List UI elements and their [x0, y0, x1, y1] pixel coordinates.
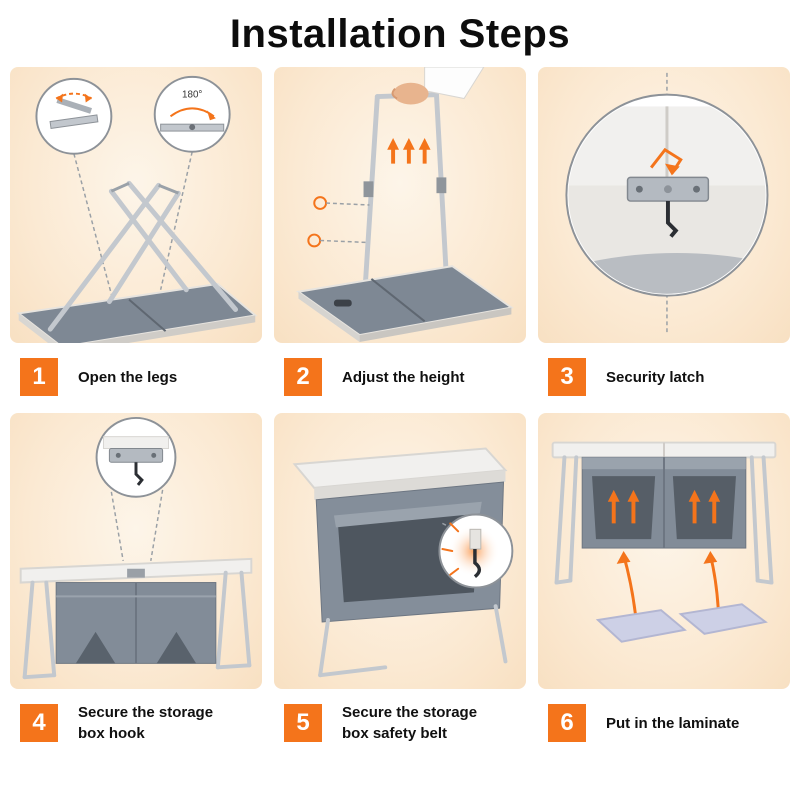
step-1-caption: 1 Open the legs	[10, 343, 262, 407]
step-2-illustration	[274, 67, 526, 343]
step-3-illustration	[538, 67, 790, 343]
glow-rays	[441, 522, 460, 576]
step-4-label: Secure the storage box hook	[78, 704, 214, 742]
step-2-graphic	[295, 67, 514, 343]
step-1: 180° 1 Open the legs	[10, 67, 262, 407]
table-legs	[22, 570, 252, 680]
step-6-illustration	[538, 413, 790, 689]
step-6-graphic	[551, 441, 777, 643]
step-3-number-badge: 3	[548, 358, 586, 396]
belt-hook-detail	[469, 528, 482, 578]
step-1-graphic: 180°	[16, 75, 258, 343]
hinge-zoom-circle-closed	[35, 77, 113, 155]
tabletop	[292, 447, 508, 489]
telescoping-legs	[363, 92, 449, 285]
step-6-caption: 6 Put in the laminate	[538, 689, 790, 753]
latch-clip	[665, 201, 679, 238]
insert-path-arrows	[622, 554, 720, 615]
step-2: 2 Adjust the height	[274, 67, 526, 407]
step-4-number-badge: 4	[20, 704, 58, 742]
step-4-graphic	[19, 416, 253, 680]
step-4: 4 Secure the storage box hook	[10, 413, 262, 753]
carry-handle	[333, 299, 352, 307]
step-2-label: Adjust the height	[342, 368, 465, 386]
step-1-number-badge: 1	[20, 358, 58, 396]
hand-illustration	[391, 67, 485, 105]
step-3: 3 Security latch	[538, 67, 790, 407]
hinge-zoom-circle-open	[153, 75, 231, 153]
table-legs	[318, 604, 508, 678]
up-arrows-icon	[387, 137, 431, 164]
hook-detail	[102, 436, 170, 486]
box-opening-right	[156, 631, 197, 664]
step-6-number-badge: 6	[548, 704, 586, 742]
step-5-illustration	[274, 413, 526, 689]
step-5-graphic	[292, 447, 514, 678]
compartment-left	[592, 476, 656, 540]
page-title: Installation Steps	[229, 12, 571, 56]
step-4-caption: 4 Secure the storage box hook	[10, 689, 262, 753]
hinge-closed-detail	[49, 92, 99, 129]
box-opening-left	[75, 631, 116, 664]
steps-grid: 180° 1 Open the legs	[10, 67, 790, 753]
step-3-graphic	[565, 72, 769, 336]
step-3-label: Security latch	[606, 368, 705, 386]
step-6-label: Put in the laminate	[606, 714, 740, 732]
hinge-open-detail: 180°	[160, 90, 225, 132]
step-4-illustration	[10, 413, 262, 689]
angle-label: 180°	[182, 90, 202, 101]
step-5: 5 Secure the storage box safety belt	[274, 413, 526, 753]
table-legs	[554, 455, 774, 585]
folded-table-base	[295, 265, 514, 337]
step-5-number-badge: 5	[284, 704, 322, 742]
laminate-board-left	[595, 609, 687, 643]
latch-detail	[568, 106, 766, 294]
step-1-label: Open the legs	[78, 368, 178, 386]
marker-dot-2	[307, 233, 322, 248]
step-1-illustration: 180°	[10, 67, 262, 343]
step-2-caption: 2 Adjust the height	[274, 343, 526, 407]
marker-dot-1	[313, 196, 328, 210]
table-legs	[47, 180, 239, 332]
step-5-label: Secure the storage box safety belt	[342, 704, 478, 742]
center-latch	[127, 568, 145, 578]
step-5-caption: 5 Secure the storage box safety belt	[274, 689, 526, 753]
step-3-caption: 3 Security latch	[538, 343, 790, 407]
rolled-flap	[333, 501, 482, 528]
laminate-board-right	[678, 603, 768, 635]
compartment-right	[672, 476, 736, 540]
insert-arrows-icon	[607, 489, 721, 524]
step-2-number-badge: 2	[284, 358, 322, 396]
step-6: 6 Put in the laminate	[538, 413, 790, 753]
